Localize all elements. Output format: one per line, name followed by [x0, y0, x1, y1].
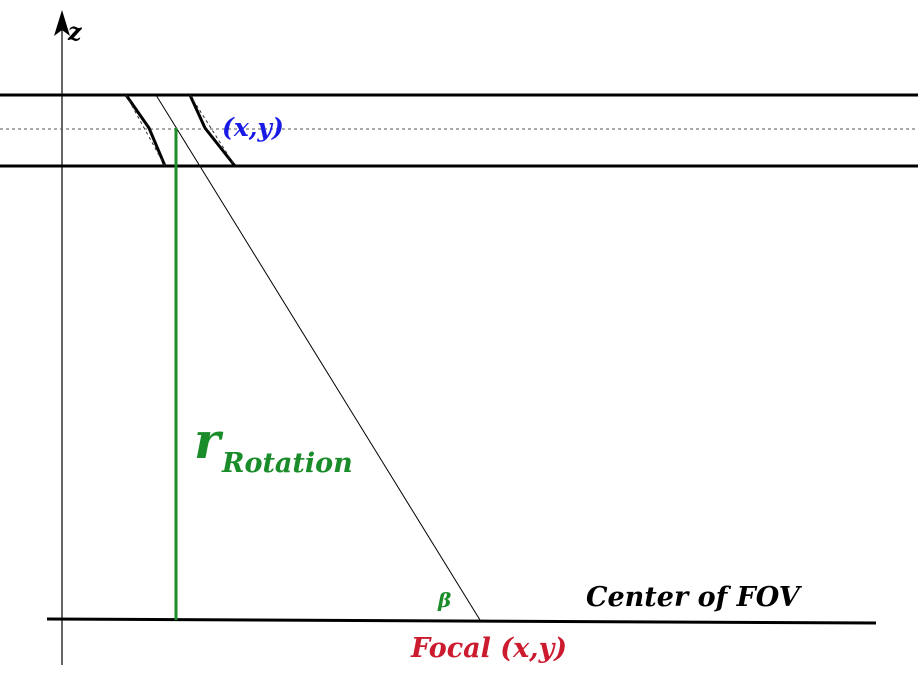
detector-point-label: (x,y)	[222, 113, 284, 142]
aperture-right-dashed	[189, 94, 236, 167]
focal-point-label: Focal (x,y)	[410, 633, 567, 664]
aperture-left-wall	[124, 94, 167, 167]
beta-angle-label: β	[437, 588, 451, 612]
z-axis-arrow-icon	[54, 10, 70, 36]
rotation-radius-symbol: r	[194, 411, 224, 470]
aperture-right-wall	[188, 94, 237, 167]
projection-ray	[155, 94, 481, 621]
z-axis-label: z	[67, 17, 83, 46]
aperture-left-dashed	[125, 94, 166, 167]
center-fov-line	[46, 617, 877, 625]
rotation-radius-subscript: Rotation	[221, 448, 353, 479]
center-fov-label: Center of FOV	[586, 582, 803, 613]
